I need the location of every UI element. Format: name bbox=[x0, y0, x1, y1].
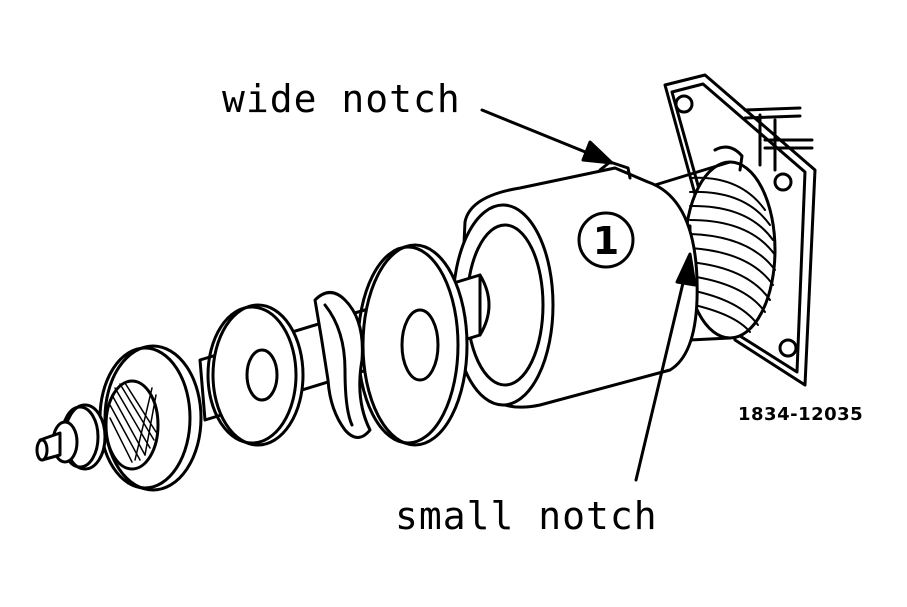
middle-washer bbox=[206, 303, 305, 447]
large-washer bbox=[356, 243, 469, 447]
part-marker-label: 1 bbox=[593, 219, 619, 263]
wave-spring-washer bbox=[313, 291, 372, 439]
knurled-nut bbox=[98, 344, 203, 492]
terminal-pins bbox=[743, 106, 814, 172]
leader-line-small-notch bbox=[634, 252, 697, 482]
threaded-tip bbox=[35, 403, 107, 471]
flange-hole-bottom bbox=[778, 338, 798, 358]
callout-wide-notch: wide notch bbox=[222, 77, 461, 121]
part-marker-circle bbox=[577, 211, 635, 269]
figure-number: 1834-12035 bbox=[738, 404, 864, 425]
callout-small-notch: small notch bbox=[395, 494, 658, 538]
leader-line-wide-notch bbox=[480, 108, 614, 165]
flange-hole-top-left bbox=[674, 94, 694, 114]
main-housing bbox=[451, 160, 699, 409]
flange-hole-right bbox=[773, 172, 793, 192]
